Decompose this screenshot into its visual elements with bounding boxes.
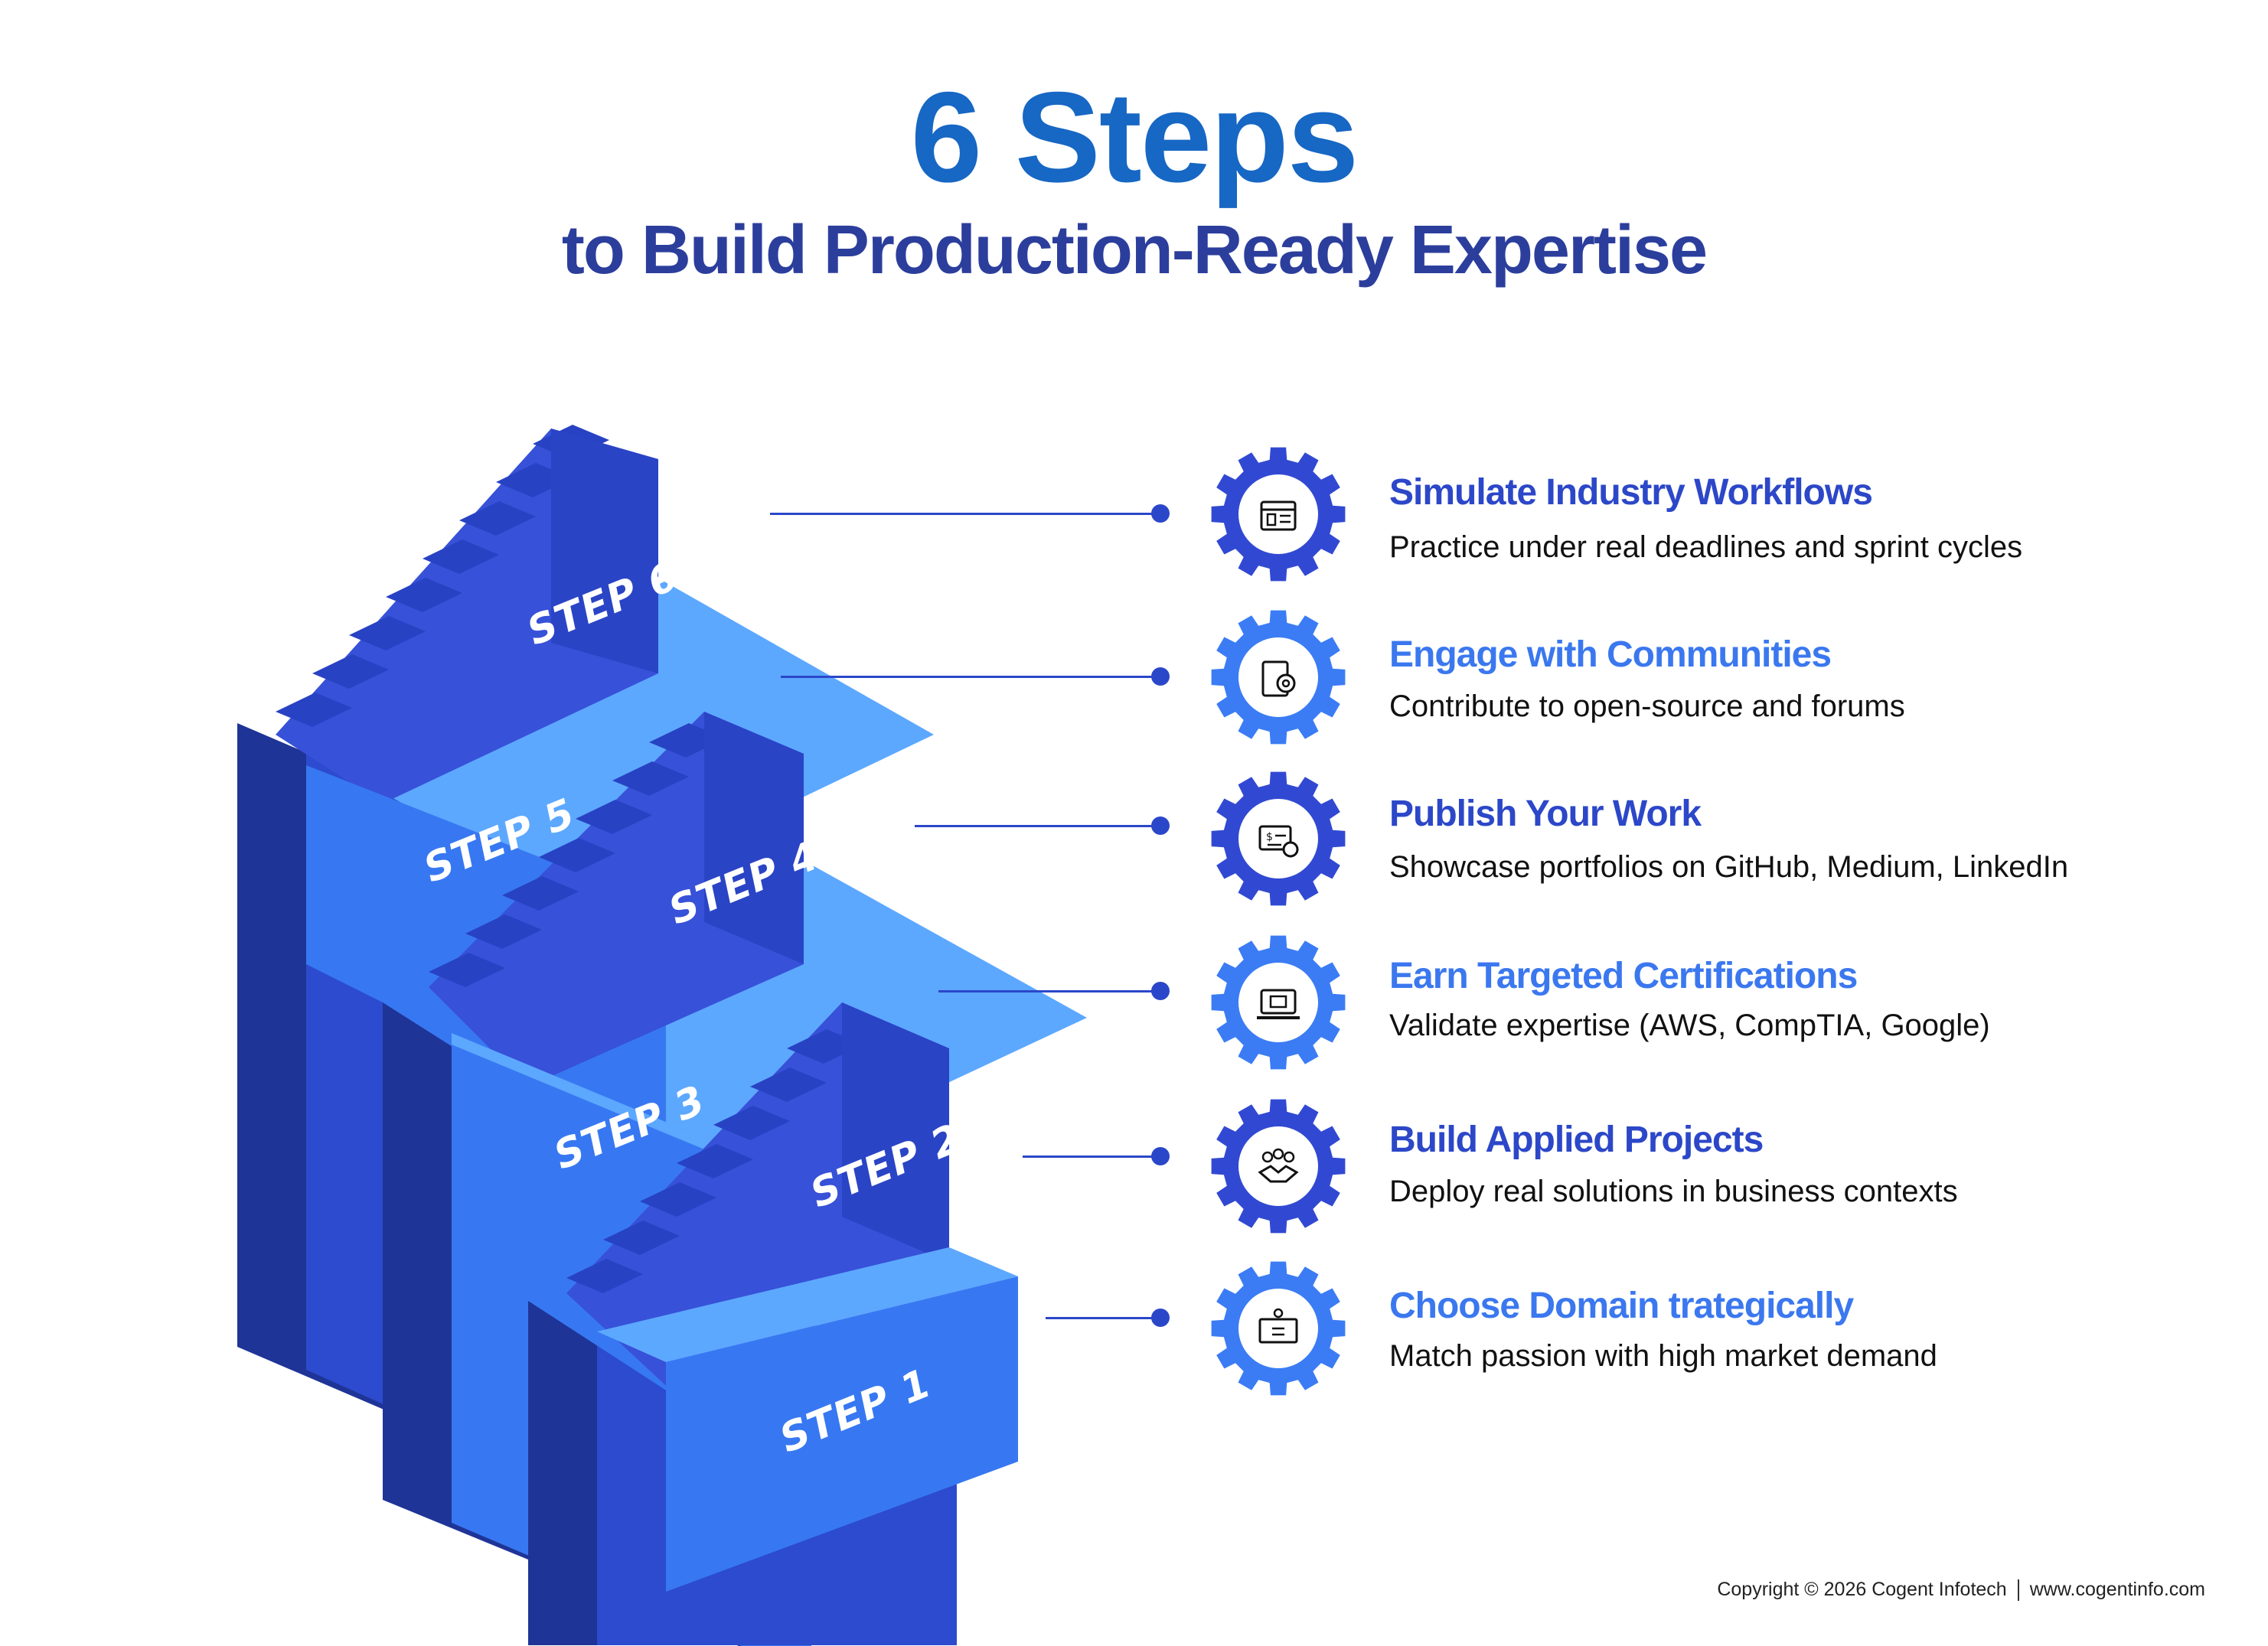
document-gear-icon xyxy=(1261,660,1296,697)
step1-top xyxy=(597,1247,1018,1362)
step-title: Choose Domain trategically xyxy=(1389,1286,1854,1326)
step-description: Contribute to open-source and forums xyxy=(1389,689,1905,723)
website-link[interactable]: www.cogentinfo.com xyxy=(2029,1579,2205,1600)
step-title: Simulate Industry Workflows xyxy=(1389,472,1873,513)
connector-line xyxy=(915,825,1160,827)
connector-dot xyxy=(1151,1147,1170,1165)
certificate-badge-icon: $ xyxy=(1258,825,1299,858)
connector-line xyxy=(770,513,1160,515)
gear-icon xyxy=(1209,934,1347,1071)
step1-face xyxy=(666,1276,1018,1592)
gear-icon xyxy=(1209,1097,1347,1235)
copyright-text: Copyright © 2026 Cogent Infotech xyxy=(1717,1579,2007,1600)
svg-text:$: $ xyxy=(1266,831,1273,843)
connector-dot xyxy=(1151,816,1170,835)
connector-dot xyxy=(1151,667,1170,686)
connector-line xyxy=(1023,1155,1160,1158)
gear-icon: $ xyxy=(1209,770,1347,908)
page-title: 6 Steps xyxy=(910,65,1359,209)
connector-line xyxy=(1046,1317,1160,1319)
team-handshake-icon xyxy=(1258,1148,1299,1183)
step-description: Showcase portfolios on GitHub, Medium, L… xyxy=(1389,850,2069,884)
step-title: Earn Targeted Certifications xyxy=(1389,956,1858,996)
gear-icon xyxy=(1209,608,1347,746)
step-title: Build Applied Projects xyxy=(1389,1120,1764,1160)
connector-line xyxy=(938,990,1160,992)
step-title: Engage with Communities xyxy=(1389,634,1832,675)
step-title: Publish Your Work xyxy=(1389,794,1702,834)
step-description: Match passion with high market demand xyxy=(1389,1339,1937,1373)
connector-dot xyxy=(1151,1309,1170,1327)
step-description: Practice under real deadlines and sprint… xyxy=(1389,530,2023,564)
workflow-browser-icon xyxy=(1260,500,1297,531)
page-subtitle: to Build Production-Ready Expertise xyxy=(561,212,1708,288)
step4-treads xyxy=(429,723,726,987)
step-description: Deploy real solutions in business contex… xyxy=(1389,1175,1958,1208)
connector-dot xyxy=(1151,504,1170,523)
footer: Copyright © 2026 Cogent Infotech www.coge… xyxy=(1717,1579,2205,1602)
connector-dot xyxy=(1151,982,1170,1000)
gear-icon xyxy=(1209,1260,1347,1397)
gear-icon xyxy=(1209,445,1347,583)
laptop-certificate-icon xyxy=(1257,989,1300,1019)
step-description: Validate expertise (AWS, CompTIA, Google… xyxy=(1389,1009,1990,1042)
presentation-board-icon xyxy=(1258,1308,1298,1344)
connector-line xyxy=(781,676,1160,678)
footer-divider xyxy=(2017,1579,2019,1602)
